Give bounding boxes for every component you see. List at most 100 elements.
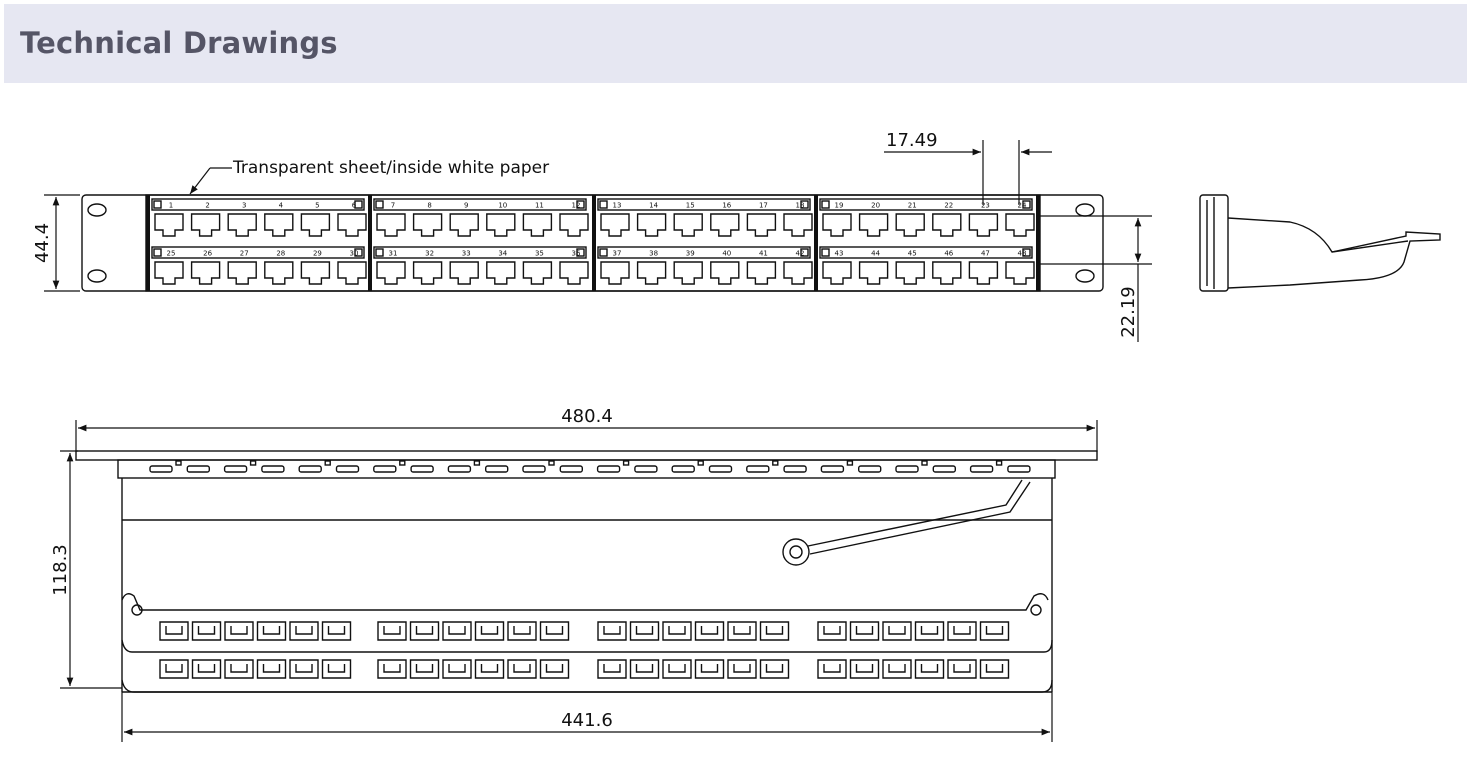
flange-slot [858, 465, 882, 473]
cable-hook [629, 659, 660, 679]
cable-hook [979, 659, 1010, 679]
mount-hole [1075, 269, 1095, 283]
port-number: 42 [796, 250, 805, 258]
flange-slot [671, 465, 695, 473]
cable-hook [727, 659, 757, 679]
port-number: 15 [686, 202, 695, 210]
flange-slot [410, 465, 434, 473]
rj45-port-icon [600, 261, 630, 285]
cable-hook [474, 621, 505, 641]
flange-slot [335, 465, 360, 473]
mount-hole [87, 269, 107, 283]
cable-hook [947, 621, 977, 641]
dim-row-pitch-label: 22.19 [1118, 286, 1139, 338]
port-number: 4 [279, 202, 284, 210]
header-bar: Technical Drawings [4, 4, 1467, 83]
cable-hook [629, 621, 660, 641]
port-number: 40 [722, 250, 731, 258]
rj45-port-icon [1005, 261, 1035, 285]
strip-tab [576, 200, 585, 209]
clip-tab [548, 460, 555, 466]
label-strip [597, 198, 811, 211]
flange-slot [932, 465, 956, 473]
cable-hook [224, 659, 254, 679]
rj45-port-icon [968, 261, 999, 285]
flange-slot [596, 465, 621, 473]
flange-slot [522, 465, 546, 473]
rj45-port-icon [968, 213, 999, 237]
rj45-port-icon [783, 213, 813, 237]
strip-tab [153, 200, 162, 209]
rj45-port-icon [190, 261, 221, 285]
rj45-port-icon [932, 261, 962, 285]
rj45-port-icon [154, 213, 184, 237]
dim-17-49 [884, 140, 1052, 205]
rj45-port-icon [337, 261, 367, 285]
rj45-port-icon [673, 213, 703, 237]
rj45-port-icon [412, 261, 443, 285]
port-number: 45 [908, 250, 917, 258]
dim-overall-width-label: 480.4 [561, 406, 613, 427]
clip-tab [772, 460, 779, 466]
rj45-port-icon [449, 261, 479, 285]
clip-tab [697, 460, 704, 466]
port-number: 36 [572, 250, 581, 258]
clip-tab [399, 460, 406, 466]
port-number: 34 [498, 250, 507, 258]
cable-hook [539, 621, 570, 641]
flange-slot [447, 465, 472, 473]
flange-slot [223, 465, 248, 473]
dim-22-19 [1040, 215, 1152, 342]
cable-hook [849, 659, 880, 679]
port-number: 31 [389, 250, 398, 258]
dim-depth-label: 118.3 [50, 544, 71, 596]
port-number: 21 [908, 202, 917, 210]
rj45-port-icon [673, 261, 703, 285]
port-number: 26 [203, 250, 212, 258]
cable-hook [914, 621, 945, 641]
port-number: 37 [613, 250, 622, 258]
cable-hook [597, 621, 627, 641]
strip-tab [800, 248, 809, 257]
mount-hole [1075, 203, 1095, 217]
port-number: 3 [242, 202, 246, 210]
port-number: 2 [205, 202, 209, 210]
cable-hook [507, 621, 537, 641]
label-strip [597, 246, 811, 259]
strip-tab [375, 248, 384, 257]
port-number: 33 [462, 250, 471, 258]
flange-slot [149, 465, 173, 473]
port-number: 27 [240, 250, 249, 258]
rj45-port-icon [300, 213, 331, 237]
cable-hook [759, 621, 790, 641]
rj45-port-icon [559, 261, 589, 285]
dim-body-width-label: 441.6 [561, 710, 613, 731]
port-number: 35 [535, 250, 544, 258]
flange-slot [261, 465, 285, 473]
strip-tab [375, 200, 384, 209]
port-number: 6 [352, 202, 357, 210]
clip-tab [995, 460, 1003, 466]
port-number: 43 [835, 250, 844, 258]
port-number: 16 [722, 202, 731, 210]
cable-hook [442, 659, 472, 679]
port-number: 25 [167, 250, 176, 258]
dim-port-pitch-label: 17.49 [886, 130, 938, 151]
rj45-port-icon [486, 213, 516, 237]
strip-tab [354, 248, 363, 257]
cable-hook [442, 621, 472, 641]
cable-hook [321, 621, 352, 641]
port-number: 30 [350, 250, 359, 258]
cable-hook [321, 659, 352, 679]
cable-hook [191, 621, 222, 641]
cable-hook [947, 659, 977, 679]
flange-slot [708, 465, 733, 473]
port-number: 48 [1018, 250, 1027, 258]
clip-tab [622, 460, 630, 466]
rj45-port-icon [449, 213, 479, 237]
label-strip [151, 246, 365, 259]
rj45-port-icon [895, 261, 925, 285]
clip-tab [473, 460, 481, 466]
cable-hook [191, 659, 222, 679]
